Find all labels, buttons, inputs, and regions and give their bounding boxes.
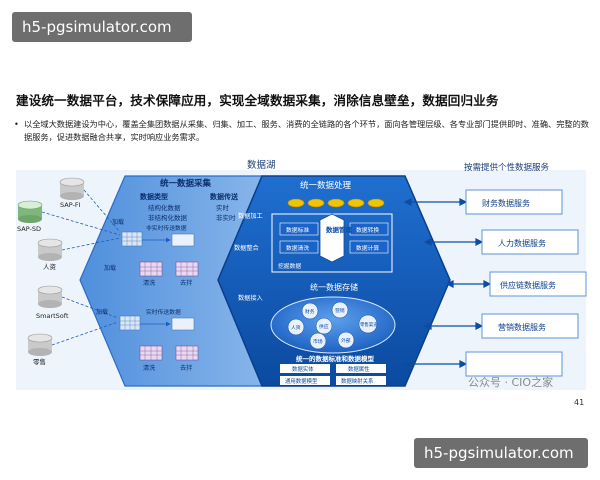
transfer-realtime: 实时 [216, 203, 230, 212]
source-hr: 人资 [37, 238, 63, 271]
service-label-marketing: 营销数据服务 [498, 322, 546, 332]
collect-title: 统一数据采集 [160, 178, 212, 189]
top-stream-grid-lines [122, 232, 142, 246]
page-headline: 建设统一数据平台，技术保障应用，实现全域数据采集，消除信息壁垒，数据回归业务 [16, 93, 499, 108]
dedupe-label-top: 去拌 [180, 279, 192, 287]
service-box-supply [489, 271, 587, 297]
service-box-finance [465, 189, 563, 215]
source-label-sap-fi: SAP-FI [60, 201, 81, 209]
storage-tag-model [280, 376, 330, 385]
source-label-sap-sd: SAP-SD [17, 225, 41, 233]
wechat-brand-text: 公众号 · CIO之家 [468, 376, 554, 389]
storage-circle-market: 市场 [313, 338, 323, 345]
process-box-standard-label: 数据标准 [286, 226, 309, 234]
storage-circle-finance: 财务 [305, 308, 315, 315]
service-box-extra [465, 351, 563, 377]
process-box-transform-label: 数据转换 [356, 226, 379, 234]
storage-circles [287, 301, 378, 350]
source-smartsoft: SmartSoft [36, 285, 69, 320]
side-label-integrate: 数据整合 [234, 244, 259, 252]
storage-circle-external: 外部 [341, 337, 351, 344]
storage-tag-entity-label: 数据实体 [292, 365, 314, 373]
bottom-stream-grid-lines [120, 316, 140, 330]
service-arrows [403, 198, 492, 368]
process-box-clean [279, 240, 319, 254]
bottom-stream-label: 实时传送数据 [146, 308, 181, 316]
clean-label-bottom: 清洗 [143, 364, 156, 372]
process-box-clean-label: 数据清洗 [286, 244, 309, 252]
mining-label: 挖掘数据 [278, 262, 301, 270]
data-lake-label: 数据湖 [247, 159, 276, 171]
process-box-standard [279, 222, 319, 236]
storage-tag-mapping-label: 数据映射关系 [341, 377, 374, 385]
storage-tag-mapping [336, 376, 386, 385]
dedupe-grid-top-lines [176, 262, 198, 276]
intro-text: 以全域大数据建设为中心，覆盖全集团数据从采集、归集、加工、服务、消费的全链路的各… [24, 119, 589, 142]
services-title: 按需提供个性数据服务 [464, 162, 550, 173]
bullet-icon: • [14, 119, 19, 129]
source-sap-sd: SAP-SD [17, 200, 43, 233]
process-box-compute [349, 240, 389, 254]
service-label-supply: 供应链数据服务 [500, 280, 556, 290]
storage-circle-supply: 供应 [319, 323, 329, 330]
service-label-finance: 财务数据服务 [482, 198, 530, 208]
source-retail: 零售 [27, 333, 53, 366]
process-title: 统一数据处理 [300, 180, 352, 191]
transfer-nonrealtime: 非实时 [216, 213, 236, 222]
intro-paragraph: • 以全域大数据建设为中心，覆盖全集团数据从采集、归集、加工、服务、消费的全链路… [14, 118, 589, 144]
load-label-2: 加载 [104, 264, 116, 272]
dedupe-label-bottom: 去拌 [180, 364, 192, 372]
storage-circle-marketing: 营销 [335, 307, 345, 314]
watermark-top: h5-pgsimulator.com [12, 12, 192, 42]
dedupe-grid-bottom-lines [176, 346, 198, 360]
side-label-process: 数据加工 [238, 212, 263, 220]
data-types-title: 数据类型 [140, 192, 168, 201]
source-connectors [41, 189, 121, 346]
source-label-retail: 零售 [33, 357, 46, 366]
core-management-shape [319, 213, 345, 263]
data-type-structured: 结构化数据 [148, 203, 181, 212]
transfer-title: 数据传送 [210, 192, 239, 201]
source-label-hr: 人资 [43, 262, 57, 271]
clean-grid-bottom-lines [140, 346, 162, 360]
bottom-stream-grid-2 [171, 317, 195, 331]
load-label-3: 加载 [96, 308, 108, 316]
top-stream-grid-2 [171, 233, 195, 247]
core-management-text: 数据管理 [326, 225, 353, 234]
load-label-1: 加载 [112, 218, 124, 226]
service-box-hr [481, 229, 579, 255]
service-box-marketing [481, 313, 579, 339]
storage-base-title: 统一的数据标准和数据模型 [296, 354, 375, 363]
storage-tag-attribute [336, 364, 386, 373]
storage-circle-hr: 人资 [291, 324, 301, 331]
process-box-compute-label: 数据计算 [356, 244, 379, 252]
storage-title: 统一数据存储 [310, 282, 358, 292]
storage-circle-retail: 零售渠道 [360, 321, 378, 328]
storage-tag-entity [280, 364, 330, 373]
clean-label-top: 清洗 [143, 279, 156, 287]
clean-grid-top-lines [140, 262, 162, 276]
source-label-smartsoft: SmartSoft [36, 312, 69, 320]
top-stream-label: 非实时传送数据 [146, 224, 187, 232]
source-sap-fi: SAP-FI [59, 177, 85, 209]
core-management-label: 数据管理 [326, 225, 353, 234]
side-label-ingest: 数据接入 [238, 294, 263, 302]
data-type-unstructured: 非结构化数据 [148, 213, 188, 222]
data-coins [287, 198, 385, 208]
storage-tag-model-label: 通用数据模型 [285, 377, 318, 385]
storage-tag-attribute-label: 数据属性 [348, 365, 370, 373]
process-box-transform [349, 222, 389, 236]
page-number: 41 [574, 398, 585, 407]
watermark-bottom: h5-pgsimulator.com [414, 438, 588, 468]
service-label-hr: 人力数据服务 [498, 238, 546, 248]
